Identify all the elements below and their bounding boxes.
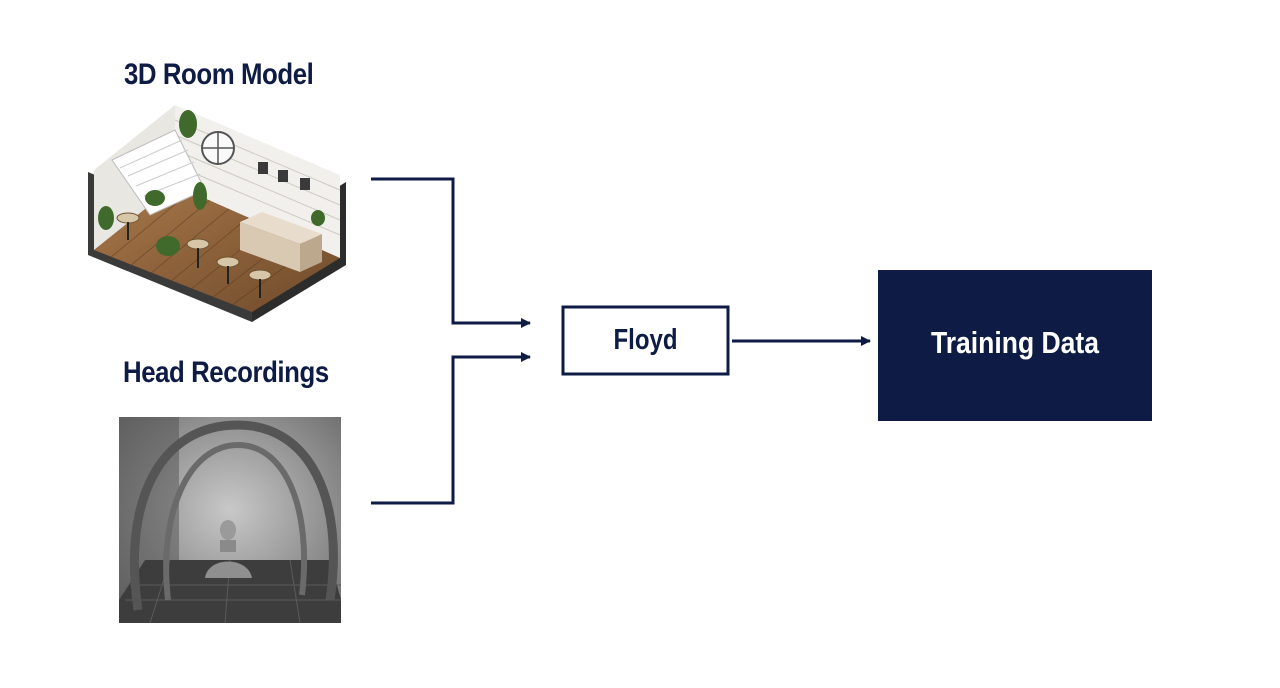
floyd-box: Floyd <box>561 305 730 376</box>
training-data-box: Training Data <box>878 270 1152 421</box>
connector-room-to-floyd <box>371 177 531 328</box>
training-data-label: Training Data <box>931 325 1100 360</box>
floyd-label: Floyd <box>614 324 678 356</box>
head-recordings-image <box>119 417 341 624</box>
room-model-label: 3D Room Model <box>124 58 314 91</box>
head-recordings-label: Head Recordings <box>123 356 329 389</box>
room-model-image <box>88 105 346 322</box>
connector-head-to-floyd <box>371 352 531 505</box>
